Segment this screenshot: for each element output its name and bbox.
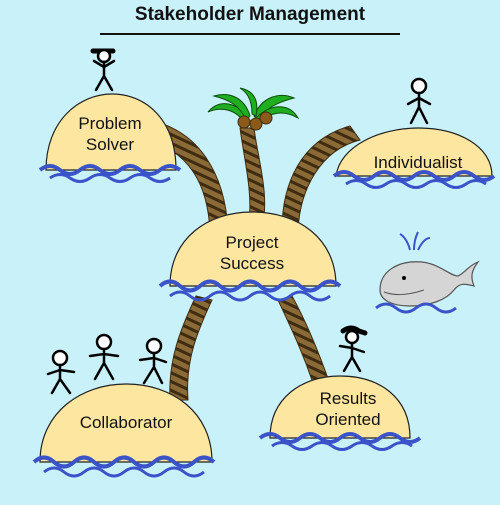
- coconut: [249, 117, 263, 131]
- label-results-oriented-text-line-2: Oriented: [315, 410, 381, 429]
- label-individualist-text: Individualist: [373, 153, 463, 172]
- stick-figure-with-cap: [338, 325, 368, 373]
- label-project-success-text-line-1: Project: [225, 233, 279, 252]
- stick-figure-group: [46, 333, 168, 395]
- whale-icon: [375, 231, 480, 314]
- coconut: [237, 115, 251, 129]
- trunk-to-individualist: [281, 125, 361, 231]
- palm-leaf: [239, 87, 258, 117]
- trunk-to-collaborator: [169, 295, 213, 401]
- stick-figure-with-cap: [90, 48, 116, 92]
- coconut: [259, 111, 273, 125]
- label-project-success-text-line-2: Success: [219, 254, 285, 273]
- label-individualist: Individualist: [348, 152, 488, 173]
- stick-figure: [406, 77, 432, 125]
- label-results-oriented-text-line-1: Results: [319, 389, 377, 408]
- label-collaborator-text: Collaborator: [79, 413, 173, 432]
- island-project-success: [158, 211, 342, 302]
- island-results-oriented: [258, 375, 422, 451]
- island-individualist: [332, 127, 496, 189]
- diagram-title: Stakeholder Management: [134, 4, 366, 25]
- palm-top: [207, 87, 300, 131]
- island-collaborator: [32, 383, 216, 478]
- label-collaborator: Collaborator: [56, 412, 196, 433]
- palm-leaf: [212, 94, 251, 121]
- label-problem-solver-text-line-1: Problem: [78, 114, 142, 133]
- palm-trunks: [141, 119, 361, 401]
- island-problem-solver: [38, 93, 182, 183]
- title-underline: [100, 33, 400, 35]
- label-problem-solver-text-line-2: Solver: [85, 135, 135, 154]
